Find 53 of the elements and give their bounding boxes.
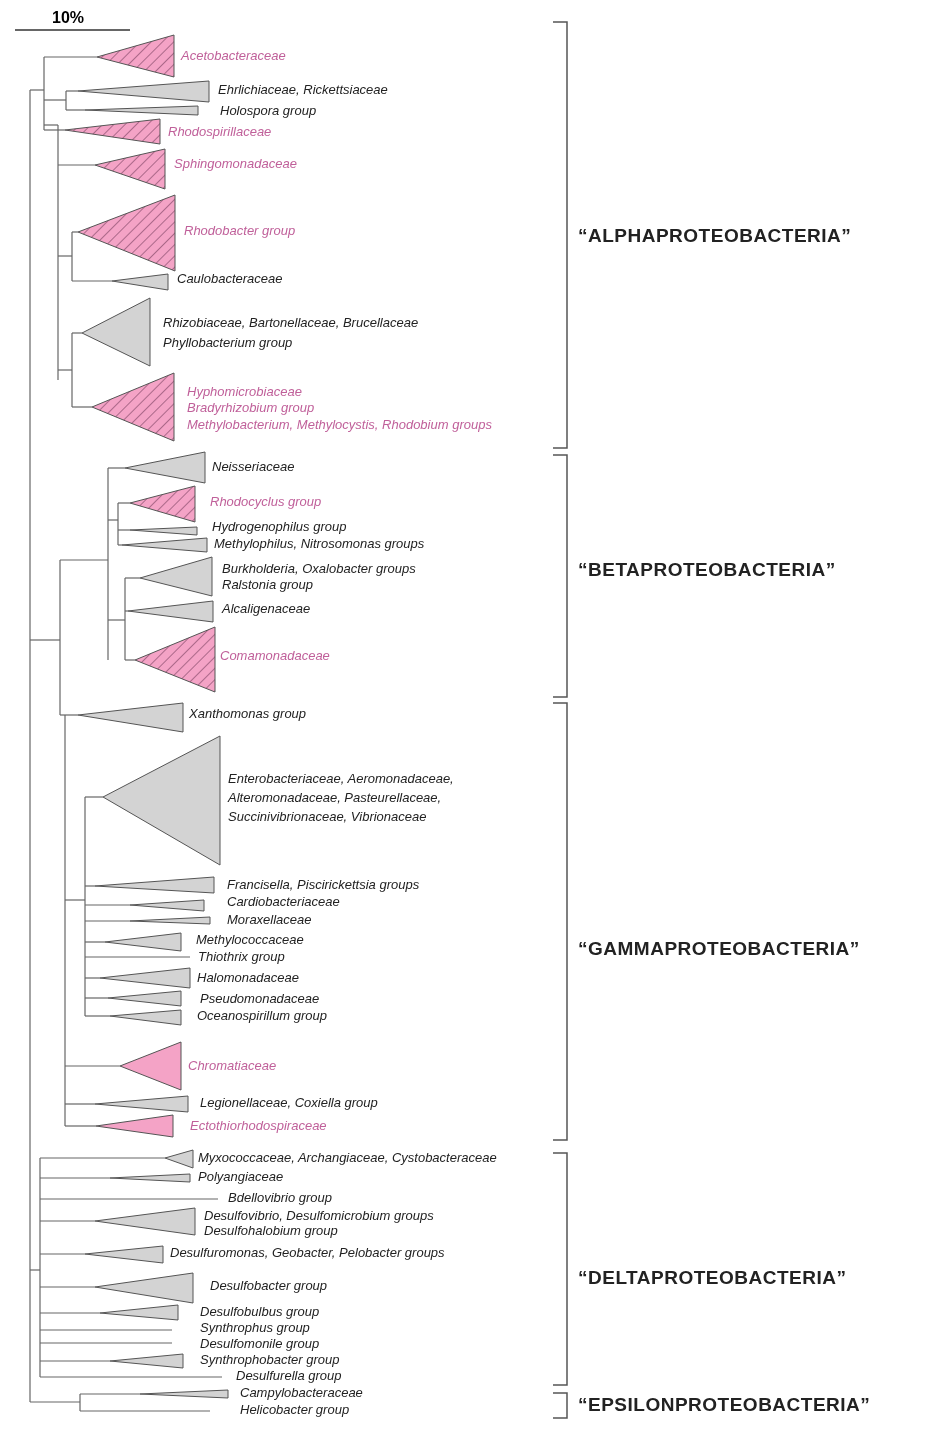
taxon-label: Neisseriaceae bbox=[212, 459, 295, 475]
taxon-label: Desulfurella group bbox=[236, 1368, 342, 1384]
taxon-label: Desulfovibrio, Desulfomicrobium groups bbox=[204, 1208, 434, 1224]
taxon-label: Cardiobacteriaceae bbox=[227, 894, 340, 910]
group-label: “EPSILONPROTEOBACTERIA” bbox=[578, 1394, 871, 1416]
group-label: “GAMMAPROTEOBACTERIA” bbox=[578, 938, 860, 960]
taxon-label: Ectothiorhodospiraceae bbox=[190, 1118, 327, 1134]
taxon-label: Methylococcaceae bbox=[196, 932, 304, 948]
taxon-label: Methylophilus, Nitrosomonas groups bbox=[214, 536, 425, 552]
taxon-label: Phyllobacterium group bbox=[163, 335, 293, 351]
taxon-label: Comamonadaceae bbox=[220, 648, 330, 664]
scale-label: 10% bbox=[52, 9, 85, 27]
taxon-label: Enterobacteriaceae, Aeromonadaceae, Alteromonadaceae, Pasteurellaceae, Succinivibrionaceae, Vibrionaceae bbox=[228, 770, 455, 826]
taxon-label: Desulfomonile group bbox=[200, 1336, 320, 1352]
taxon-label: Hyphomicrobiaceae bbox=[187, 384, 302, 400]
taxon-label: Burkholderia, Oxalobacter groups bbox=[222, 561, 416, 577]
taxon-label: Desulfuromonas, Geobacter, Pelobacter groups bbox=[170, 1245, 445, 1261]
taxon-label: Moraxellaceae bbox=[227, 912, 312, 928]
taxon-label: Rhodobacter group bbox=[184, 223, 296, 239]
taxon-label: Desulfohalobium group bbox=[204, 1223, 338, 1239]
taxon-label: Rhodospirillaceae bbox=[168, 124, 272, 140]
taxon-label: Francisella, Piscirickettsia groups bbox=[227, 877, 420, 893]
taxon-label: Alcaligenaceae bbox=[222, 601, 311, 617]
taxon-label: Acetobacteraceae bbox=[181, 48, 286, 64]
taxon-label: Thiothrix group bbox=[198, 949, 285, 965]
taxon-label: Bradyrhizobium group bbox=[187, 400, 315, 416]
group-label: “BETAPROTEOBACTERIA” bbox=[578, 559, 836, 581]
taxon-label: Holospora group bbox=[220, 103, 317, 119]
taxon-label: Desulfobulbus group bbox=[200, 1304, 320, 1320]
taxon-label: Rhodocyclus group bbox=[210, 494, 322, 510]
taxon-label: Campylobacteraceae bbox=[240, 1385, 363, 1401]
taxon-label: Ehrlichiaceae, Rickettsiaceae bbox=[218, 82, 388, 98]
taxon-label: Helicobacter group bbox=[240, 1402, 350, 1418]
taxon-label: Pseudomonadaceae bbox=[200, 991, 320, 1007]
taxon-label: Caulobacteraceae bbox=[177, 271, 283, 287]
taxon-label: Rhizobiaceae, Bartonellaceae, Brucellaceae bbox=[163, 315, 419, 331]
taxon-label: Polyangiaceae bbox=[198, 1169, 284, 1185]
taxon-label: Synthrophus group bbox=[200, 1320, 310, 1336]
taxon-label: Sphingomonadaceae bbox=[174, 156, 297, 172]
taxon-label: Legionellaceae, Coxiella group bbox=[200, 1095, 378, 1111]
taxon-label: Desulfobacter group bbox=[210, 1278, 328, 1294]
taxon-label: Bdellovibrio group bbox=[228, 1190, 333, 1206]
taxon-label: Halomonadaceae bbox=[197, 970, 299, 986]
taxon-label: Hydrogenophilus group bbox=[212, 519, 347, 535]
group-label: “ALPHAPROTEOBACTERIA” bbox=[578, 225, 852, 247]
group-label: “DELTAPROTEOBACTERIA” bbox=[578, 1267, 847, 1289]
taxon-label: Ralstonia group bbox=[222, 577, 314, 593]
taxon-label: Xanthomonas group bbox=[189, 706, 307, 722]
taxon-label: Chromatiaceae bbox=[188, 1058, 277, 1074]
taxon-label: Synthrophobacter group bbox=[200, 1352, 340, 1368]
taxon-label: Myxococcaceae, Archangiaceae, Cystobacteraceae bbox=[198, 1150, 497, 1166]
taxon-label: Oceanospirillum group bbox=[197, 1008, 328, 1024]
taxon-label: Methylobacterium, Methylocystis, Rhodobium groups bbox=[187, 417, 492, 433]
